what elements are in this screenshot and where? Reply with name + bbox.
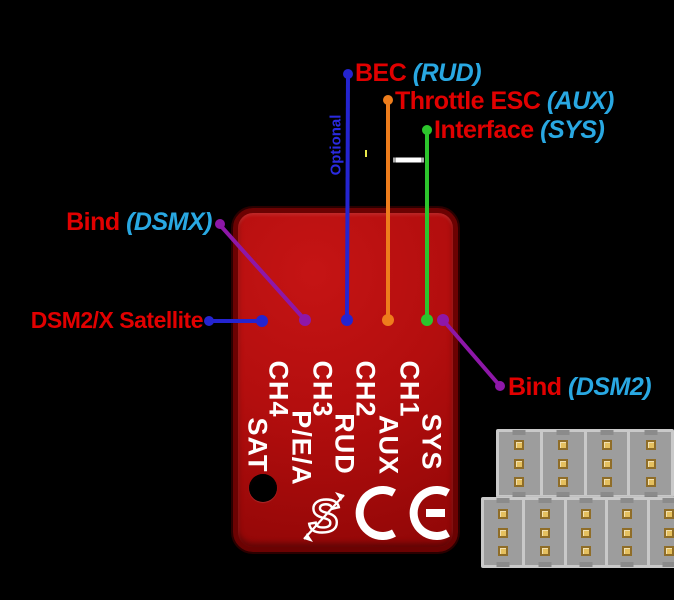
- connector-slot: [649, 500, 674, 565]
- callout-bind-dsm2-label: Bind: [508, 373, 562, 401]
- callout-interface-label: Interface: [434, 116, 534, 144]
- pin-contact: [645, 458, 656, 469]
- pin-contact: [645, 440, 656, 450]
- connector-slot: [542, 432, 584, 495]
- interface-pin-dot: [421, 314, 433, 326]
- callout-bec-paren: (RUD): [412, 59, 482, 87]
- bind-dsmx-label-dot: [215, 219, 225, 229]
- pin-contact: [645, 477, 656, 487]
- pin-contact: [514, 458, 525, 469]
- mounting-hole: [249, 474, 277, 502]
- callout-bind-dsmx: Bind (DSMX): [66, 209, 212, 235]
- pin-contact: [581, 527, 592, 538]
- pin-contact: [498, 546, 509, 556]
- callout-bind-dsm2-paren: (DSM2): [568, 373, 652, 401]
- pin-contact: [622, 527, 633, 538]
- callout-bec-label: BEC: [355, 59, 407, 87]
- callout-bind-dsm2: Bind (DSM2): [508, 373, 652, 401]
- connector-slot: [566, 500, 606, 565]
- callout-satellite-label: DSM2/X Satellite: [30, 307, 204, 333]
- throttle-pin-dot: [382, 314, 394, 326]
- connector-slot: [484, 500, 523, 565]
- pin-contact: [514, 477, 525, 487]
- callout-bind-dsmx-label: Bind: [66, 208, 120, 236]
- pin-contact: [663, 509, 674, 519]
- bec-wire: [345, 73, 350, 321]
- pin-contact: [514, 440, 525, 450]
- callout-bind-dsmx-paren: (DSMX): [126, 208, 212, 236]
- connector-slot: [608, 500, 647, 565]
- pin-contact: [558, 458, 569, 469]
- throttle-label-dot: [383, 95, 393, 105]
- satellite-label-dot: [204, 316, 214, 326]
- connector-slot: [525, 500, 564, 565]
- bind-dsmx-pin-dot: [299, 314, 311, 326]
- pin-contact: [601, 440, 612, 450]
- callout-interface-paren: (SYS): [540, 116, 605, 144]
- callout-satellite: DSM2/X Satellite: [30, 307, 204, 333]
- connector-plate-bottom: [481, 497, 674, 568]
- connector-slot: [586, 432, 628, 495]
- spektrum-s-logo-icon: S: [303, 489, 345, 543]
- pin-contact: [539, 509, 550, 519]
- pin-contact: [663, 527, 674, 538]
- callout-interface: Interface (SYS): [434, 116, 605, 144]
- bec-label-dot: [343, 69, 353, 79]
- connector-slot: [499, 432, 540, 495]
- bec-pin-dot: [341, 314, 353, 326]
- pin-contact: [558, 477, 569, 487]
- pin-contact: [539, 546, 550, 556]
- bind-dsm2-pin-dot: [437, 314, 449, 326]
- bind-dsmx-wire: [218, 223, 307, 322]
- pin-contact: [539, 527, 550, 538]
- pin-contact: [663, 546, 674, 556]
- pin-contact: [601, 458, 612, 469]
- pin-contact: [581, 509, 592, 519]
- interface-label-dot: [422, 125, 432, 135]
- pin-contact: [498, 509, 509, 519]
- bind-dsm2-label-dot: [495, 381, 505, 391]
- pin-contact: [558, 440, 569, 450]
- connector-slot: [630, 432, 671, 495]
- ce-mark-icon: [355, 486, 450, 540]
- pin-contact: [622, 546, 633, 556]
- pin-contact: [601, 477, 612, 487]
- satellite-pin-dot: [256, 315, 268, 327]
- callout-bec: BEC (RUD): [355, 59, 482, 87]
- callout-throttle-label: Throttle ESC: [395, 87, 541, 115]
- pin-contact: [581, 546, 592, 556]
- pin-contact: [622, 509, 633, 519]
- connector-plate-top: [496, 429, 674, 498]
- bind-dsm2-wire: [441, 318, 502, 388]
- callout-throttle-paren: (AUX): [546, 87, 614, 115]
- pin-contact: [498, 527, 509, 538]
- callout-throttle: Throttle ESC (AUX): [395, 88, 614, 114]
